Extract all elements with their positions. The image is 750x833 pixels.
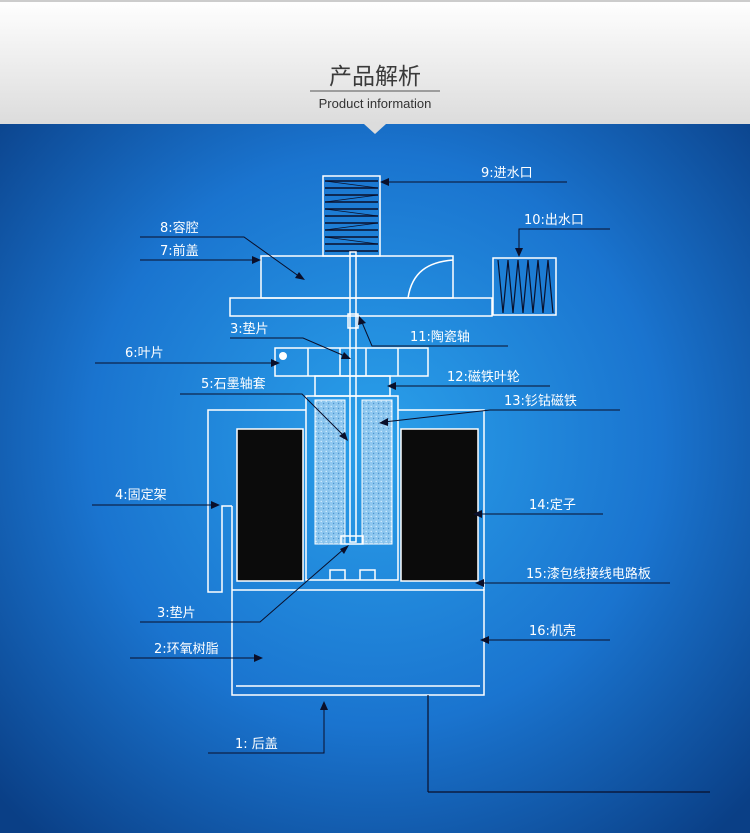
pump-drawing	[207, 175, 710, 793]
header: 产品解析 Product information	[0, 0, 750, 134]
stator	[236, 428, 479, 582]
leader-ceramic-shaft	[360, 319, 508, 347]
leader-water-outlet	[518, 228, 610, 252]
label-water-inlet: 9:进水口	[481, 166, 533, 181]
leader-graphite-bushing	[180, 393, 346, 438]
label-graphite-bushing: 5:石墨轴套	[201, 376, 266, 392]
label-water-outlet: 10:出水口	[524, 213, 584, 228]
label-rear-cover: 1: 后盖	[235, 737, 278, 752]
label-epoxy: 2:环氧树脂	[154, 642, 219, 657]
callout-labels: 9:进水口 10:出水口 8:容腔 7:前盖 3:垫片 11:陶瓷轴 6:叶片 …	[115, 166, 651, 752]
ceramic-shaft	[347, 251, 359, 543]
label-gasket-top: 3:垫片	[230, 321, 269, 337]
leader-smco-magnet	[383, 409, 620, 423]
page-subtitle: Product information	[319, 96, 432, 111]
page-title: 产品解析	[329, 64, 421, 90]
inlet-spring	[322, 175, 381, 257]
label-stator: 14:定子	[529, 498, 576, 513]
leader-cavity	[140, 236, 301, 278]
outlet-spring	[492, 257, 557, 316]
housing	[207, 409, 710, 793]
leader-rear-cover	[208, 706, 325, 754]
header-band	[0, 0, 750, 124]
magnetic-rotor	[305, 375, 399, 581]
label-ceramic-shaft: 11:陶瓷轴	[410, 329, 470, 345]
label-gasket-bottom: 3:垫片	[157, 605, 196, 621]
front-cover	[229, 255, 493, 317]
label-smco-magnet: 13:钐钴磁铁	[504, 394, 577, 409]
label-magnetic-impeller: 12:磁铁叶轮	[447, 370, 520, 385]
header-pointer	[364, 124, 386, 134]
label-impeller: 6:叶片	[125, 346, 164, 361]
label-bracket: 4:固定架	[115, 488, 167, 503]
leader-lines	[92, 178, 670, 754]
label-housing: 16:机壳	[529, 624, 576, 639]
leader-gasket-top	[230, 337, 348, 358]
leader-gasket-bottom	[140, 547, 346, 623]
label-circuit-board: 15:漆包线接线电路板	[526, 566, 651, 582]
label-cavity: 8:容腔	[160, 220, 199, 236]
label-front-cover: 7:前盖	[160, 243, 199, 259]
